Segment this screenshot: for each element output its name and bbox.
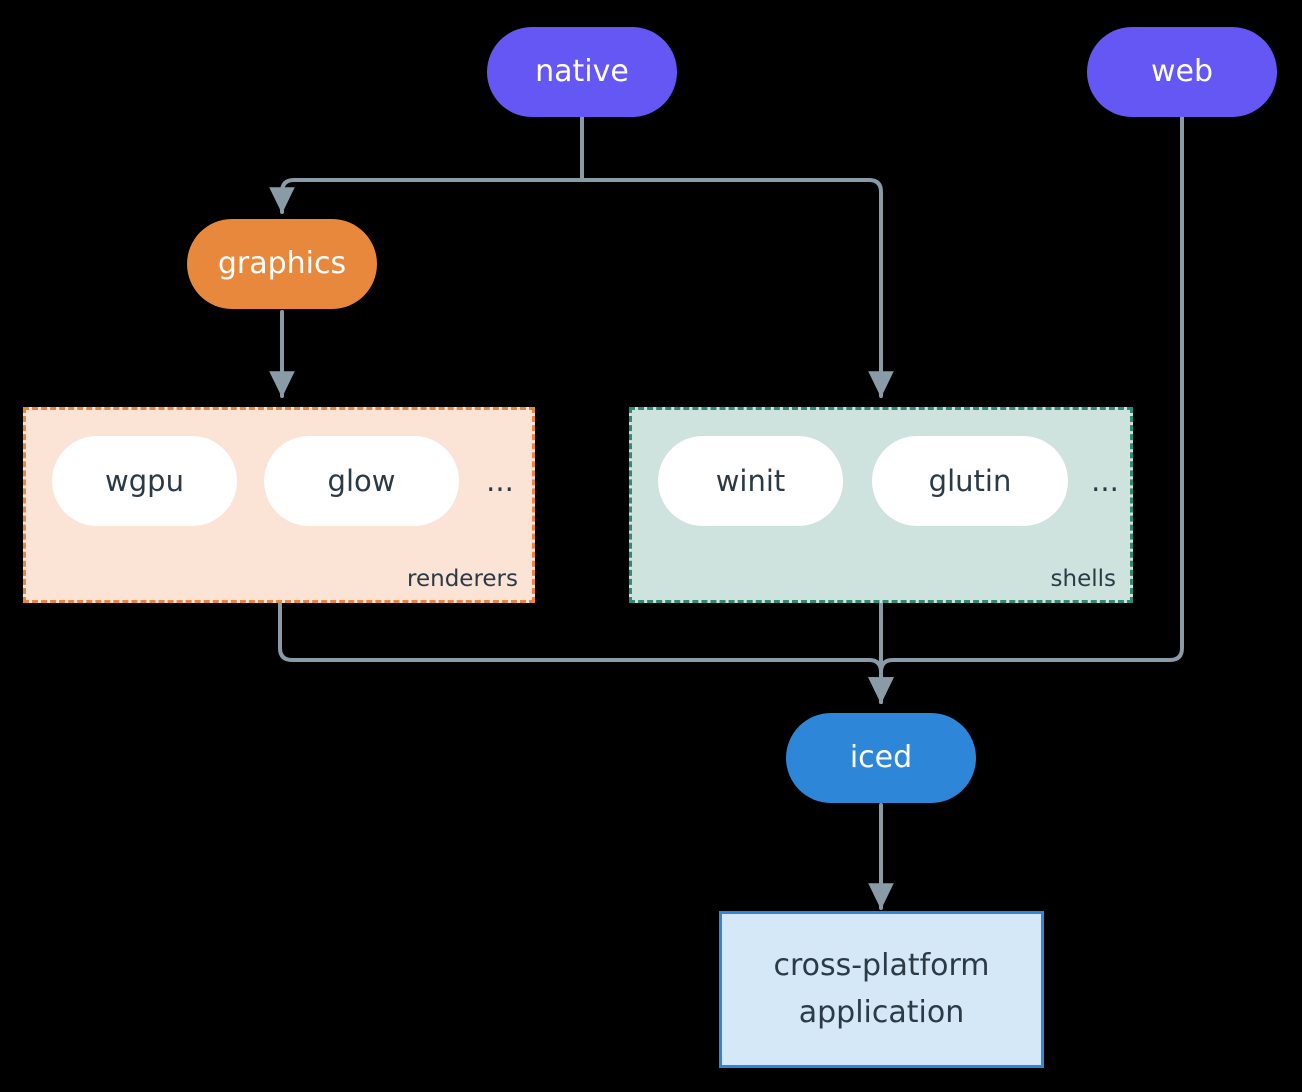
renderers-more-ellipsis: ... bbox=[486, 464, 514, 498]
group-renderers-label: renderers bbox=[407, 566, 518, 592]
group-shells: winit glutin ... shells bbox=[629, 407, 1133, 603]
chip-glutin-label: glutin bbox=[928, 464, 1012, 498]
chip-winit[interactable]: winit bbox=[658, 436, 843, 526]
node-web[interactable]: web bbox=[1087, 27, 1277, 117]
chip-glutin[interactable]: glutin bbox=[872, 436, 1068, 526]
chip-wgpu-label: wgpu bbox=[105, 464, 184, 498]
edge-native-shells bbox=[580, 178, 894, 398]
node-native-label: native bbox=[535, 53, 629, 89]
node-graphics-label: graphics bbox=[217, 245, 347, 281]
shells-more-ellipsis: ... bbox=[1091, 464, 1119, 498]
node-cross-platform-application[interactable]: cross-platform application bbox=[719, 911, 1044, 1068]
edge-native-graphics bbox=[269, 178, 584, 214]
chip-glow-label: glow bbox=[327, 464, 396, 498]
node-graphics[interactable]: graphics bbox=[187, 219, 377, 309]
group-shells-label: shells bbox=[1050, 566, 1116, 592]
chip-wgpu[interactable]: wgpu bbox=[52, 436, 237, 526]
node-iced[interactable]: iced bbox=[786, 713, 976, 803]
edge-renderers-iced bbox=[278, 601, 894, 704]
chip-winit-label: winit bbox=[715, 464, 786, 498]
node-application-label: cross-platform application bbox=[773, 948, 990, 1030]
node-iced-label: iced bbox=[849, 739, 913, 775]
chip-glow[interactable]: glow bbox=[264, 436, 459, 526]
group-renderers: wgpu glow ... renderers bbox=[23, 407, 535, 603]
node-web-label: web bbox=[1150, 53, 1214, 89]
node-native[interactable]: native bbox=[487, 27, 677, 117]
